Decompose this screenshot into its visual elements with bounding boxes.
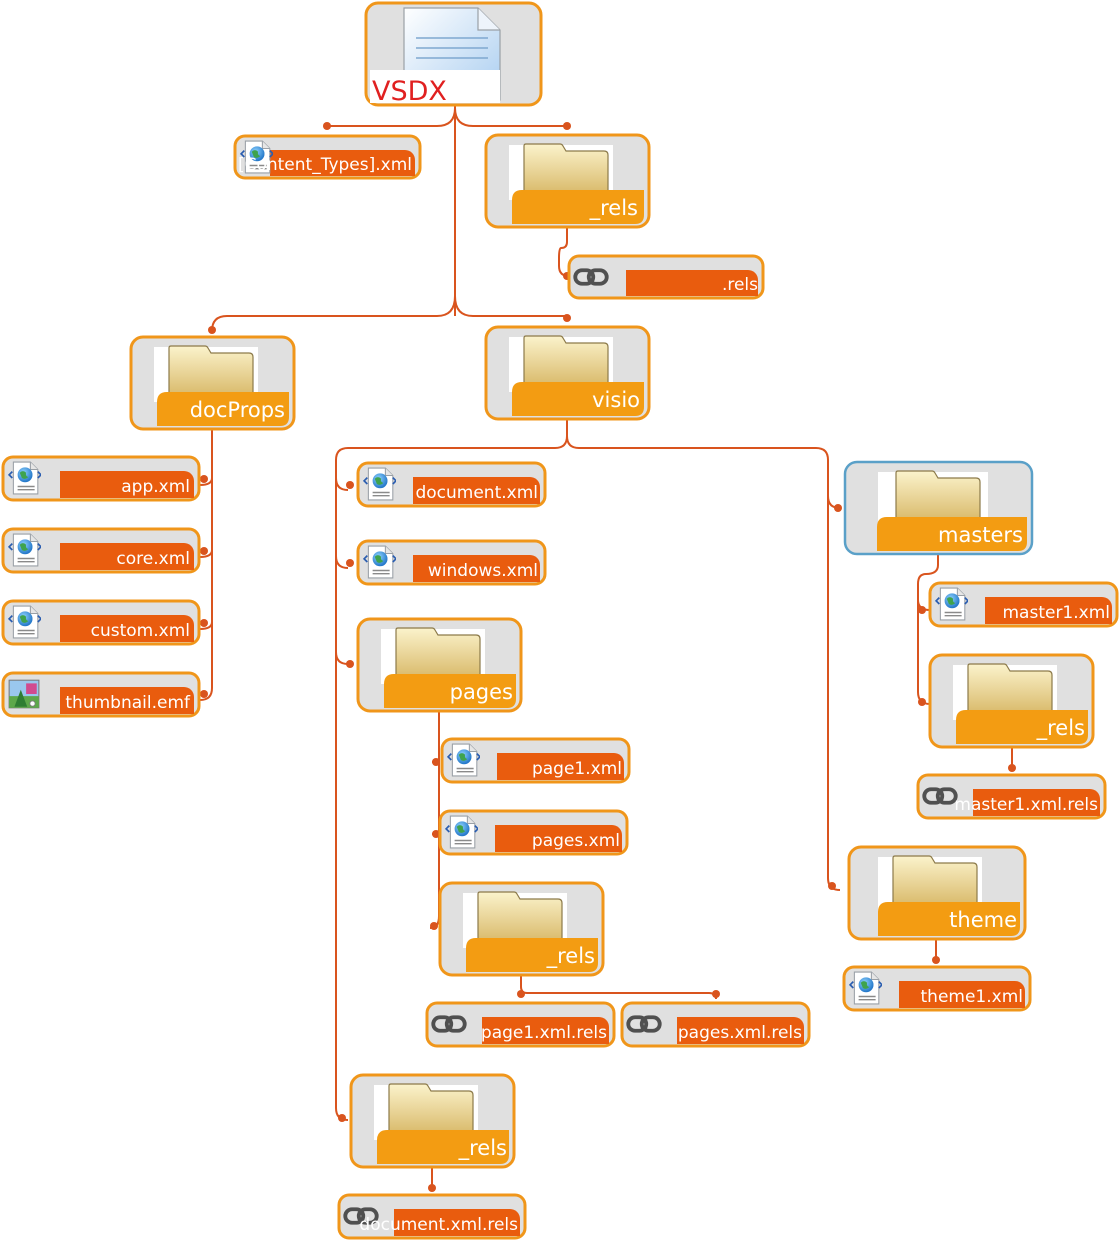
- folder-theme[interactable]: theme: [847, 845, 1027, 941]
- file-custom-xml[interactable]: custom.xml: [1, 599, 201, 646]
- file-label: pages.xml: [532, 831, 620, 851]
- file-app-xml[interactable]: app.xml: [1, 455, 201, 502]
- folder-label: _rels: [589, 196, 638, 221]
- file-label: master1.xml: [1002, 603, 1110, 623]
- file-label: document.xml.rels: [359, 1215, 518, 1235]
- file-label: core.xml: [116, 549, 190, 569]
- file-master1-xml-rels[interactable]: master1.xml.rels: [916, 773, 1107, 820]
- file-label: app.xml: [121, 477, 190, 497]
- file-page1-xml-rels[interactable]: page1.xml.rels: [425, 1001, 616, 1048]
- file-label: document.xml: [415, 483, 538, 503]
- folder-masters[interactable]: masters: [843, 460, 1034, 556]
- folder-label: docProps: [190, 398, 285, 422]
- file-label: theme1.xml: [921, 987, 1023, 1007]
- file-label: custom.xml: [91, 621, 190, 641]
- file-pages-xml[interactable]: pages.xml: [438, 809, 629, 856]
- file-document-xml-rels[interactable]: document.xml.rels: [337, 1193, 527, 1240]
- file-pages-xml-rels[interactable]: pages.xml.rels: [620, 1001, 811, 1048]
- folder-label: _rels: [546, 944, 595, 969]
- folder-masters-rels[interactable]: _rels: [928, 653, 1095, 749]
- file-label: master1.xml.rels: [954, 795, 1098, 815]
- file-page1-xml[interactable]: page1.xml: [440, 737, 631, 784]
- connector-arrow-dots: [200, 122, 1016, 1192]
- file-master1-xml[interactable]: master1.xml: [928, 581, 1119, 628]
- file-theme1-xml[interactable]: theme1.xml: [842, 965, 1032, 1012]
- root-vsdx-node[interactable]: VSDX: [364, 1, 543, 107]
- file-label: [Content_Types].xml: [238, 155, 412, 175]
- folder-visio[interactable]: visio: [484, 325, 651, 421]
- file-label: page1.xml.rels: [481, 1023, 607, 1043]
- folder-label: _rels: [458, 1136, 507, 1161]
- file-thumbnail-emf[interactable]: thumbnail.emf: [1, 671, 201, 718]
- folder-label: theme: [949, 908, 1017, 932]
- file-windows-xml[interactable]: windows.xml: [356, 539, 547, 586]
- image-icon: [8, 679, 40, 709]
- file-document-xml[interactable]: document.xml: [356, 461, 547, 508]
- file-label: pages.xml.rels: [678, 1023, 802, 1043]
- file-core-xml[interactable]: core.xml: [1, 527, 201, 574]
- file-label: .rels: [722, 275, 758, 295]
- file-label: thumbnail.emf: [65, 693, 191, 713]
- folder-label: _rels: [1036, 716, 1085, 741]
- folder-label: masters: [938, 523, 1023, 547]
- folder-pages-rels[interactable]: _rels: [438, 881, 605, 977]
- folder-label: pages: [450, 680, 513, 704]
- folder-rels-root[interactable]: _rels: [484, 133, 651, 229]
- root-label: VSDX: [372, 76, 447, 107]
- file-label: page1.xml: [532, 759, 622, 779]
- folder-label: visio: [592, 388, 640, 412]
- file-content-types[interactable]: [Content_Types].xml: [233, 134, 422, 180]
- file-label: windows.xml: [428, 561, 538, 581]
- folder-icon: [878, 855, 982, 912]
- file-root-rels[interactable]: .rels: [567, 254, 765, 300]
- folder-visio-rels[interactable]: _rels: [349, 1073, 516, 1169]
- folder-docprops[interactable]: docProps: [129, 335, 296, 431]
- folder-pages[interactable]: pages: [356, 617, 523, 713]
